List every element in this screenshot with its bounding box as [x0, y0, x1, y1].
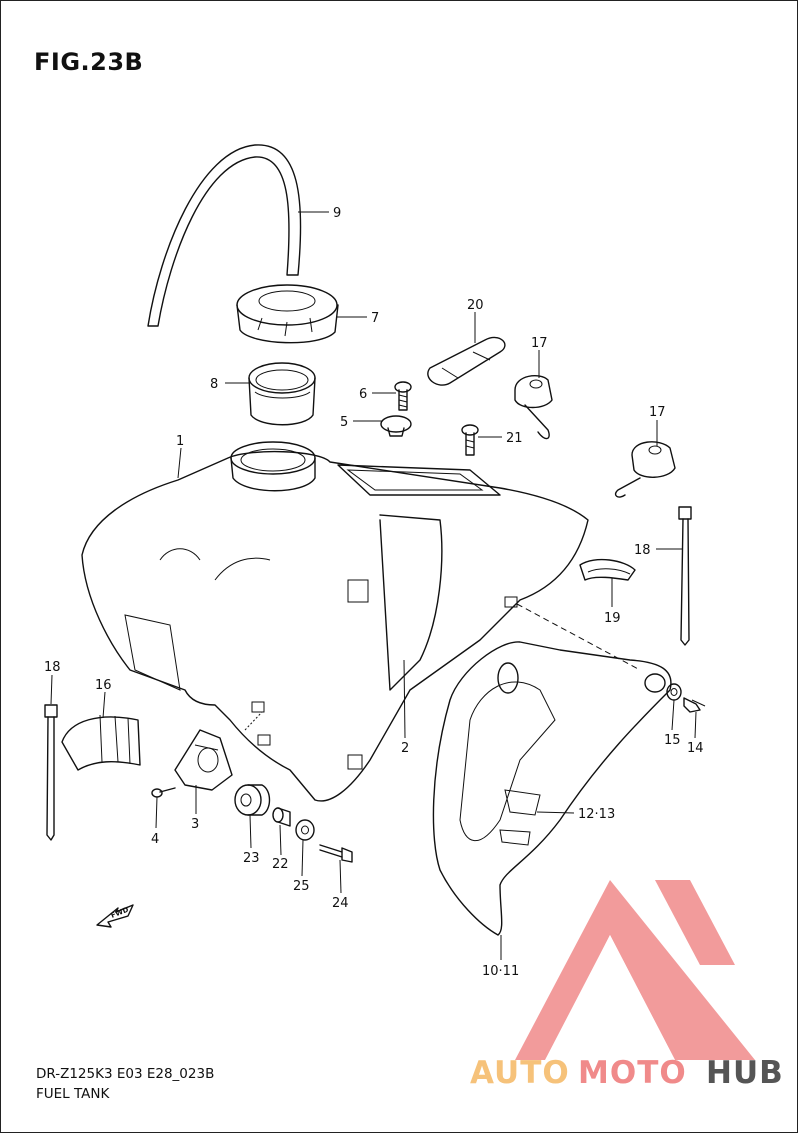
watermark-hub: HUB [706, 1055, 784, 1091]
filter-ring [248, 362, 316, 426]
breather-hose [147, 144, 302, 327]
cable-tie-left [44, 704, 58, 841]
screw-21 [461, 424, 479, 456]
callout-19: 19 [604, 611, 621, 626]
bolt-14 [683, 697, 706, 713]
callout-15: 15 [664, 733, 681, 748]
callout-8: 8 [210, 377, 218, 392]
callout-14: 14 [687, 741, 704, 756]
callout-1: 1 [176, 434, 184, 449]
tank-shroud [432, 641, 672, 936]
callout-18-left: 18 [44, 660, 61, 675]
watermark-triangle-inner [560, 935, 675, 1060]
callout-labels: 9 7 8 6 5 21 20 17 17 18 19 1 2 16 18 3 … [44, 206, 704, 979]
figure-title: FIG.23B [34, 48, 144, 76]
callout-9: 9 [333, 206, 341, 221]
model-code: DR-Z125K3 E03 E28_023B [36, 1066, 215, 1082]
rubber-strap [427, 336, 506, 386]
callout-3: 3 [191, 817, 199, 832]
callout-2: 2 [401, 741, 409, 756]
callout-22: 22 [272, 857, 289, 872]
hose-clamp-upper [514, 374, 553, 440]
callout-16: 16 [95, 678, 112, 693]
grommet-23 [234, 784, 271, 816]
screw-4 [151, 787, 176, 798]
watermark-triangle [515, 880, 755, 1060]
assembly-name: FUEL TANK [36, 1086, 110, 1102]
cushion-pad [579, 558, 636, 581]
fuel-tank [81, 441, 589, 802]
callout-7: 7 [371, 311, 379, 326]
fuel-cap [236, 284, 339, 344]
fwd-label: FWD [110, 906, 130, 920]
collar-22 [272, 807, 291, 827]
callout-23: 23 [243, 851, 260, 866]
cable-tie-right [678, 506, 692, 646]
callout-20: 20 [467, 298, 484, 313]
callout-10-11: 10·11 [482, 964, 519, 979]
watermark-wordmark: AUTO MOTO HUB [470, 1055, 784, 1091]
callout-24: 24 [332, 896, 349, 911]
leader-lines [50, 211, 697, 960]
watermark-auto: AUTO [470, 1055, 570, 1091]
callout-17-upper: 17 [531, 336, 548, 351]
washer-15 [666, 683, 682, 701]
callout-5: 5 [340, 415, 348, 430]
screw-and-grommet [380, 381, 412, 437]
watermark-logo [515, 880, 755, 1060]
callout-18-right: 18 [634, 543, 651, 558]
watermark-slash [655, 880, 735, 965]
hose-clamp-lower [614, 441, 676, 498]
callout-4: 4 [151, 832, 159, 847]
callout-12-13: 12·13 [578, 807, 615, 822]
callout-17-lower: 17 [649, 405, 666, 420]
callout-25: 25 [293, 879, 310, 894]
washer-25 [295, 819, 315, 841]
forward-arrow: FWD [96, 904, 134, 928]
rubber-cushion [61, 714, 141, 771]
bolt-24 [319, 844, 353, 863]
watermark-moto: MOTO [578, 1055, 687, 1091]
callout-21: 21 [506, 431, 523, 446]
fuel-cock [174, 729, 233, 791]
callout-6: 6 [359, 387, 367, 402]
